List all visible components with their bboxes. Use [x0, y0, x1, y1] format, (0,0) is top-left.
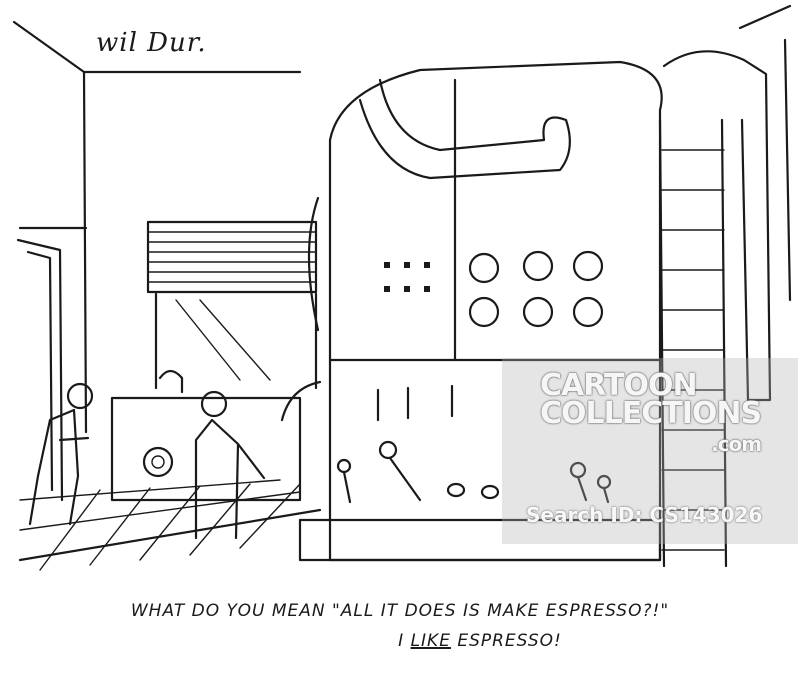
small-knobs — [384, 262, 430, 292]
room-lines — [12, 4, 792, 502]
caption-emphasis: LIKE — [410, 631, 451, 651]
ladder — [658, 118, 728, 568]
pressure-gauges — [468, 250, 604, 328]
counter — [110, 369, 302, 502]
man-left — [28, 382, 94, 526]
watermark-logo-line2: COLLECTIONS — [540, 396, 762, 431]
watermark-panel — [502, 358, 798, 544]
rear-pipe — [662, 50, 772, 402]
tiled-floor — [18, 479, 322, 571]
caption-line-2: I LIKE ESPRESSO! — [0, 626, 800, 656]
watermark-logo-line1: CARTOON — [540, 368, 698, 403]
caption-line-2-pre: I — [398, 631, 411, 651]
cartoon-caption: WHAT DO YOU MEAN "ALL IT DOES IS MAKE ES… — [0, 596, 800, 656]
watermark-logo-line3: .com — [711, 432, 762, 456]
watermark-search-id: Search ID: CS143026 — [526, 503, 763, 527]
watermark-logo: CARTOON COLLECTIONS .com — [540, 371, 762, 458]
caption-line-1: WHAT DO YOU MEAN "ALL IT DOES IS MAKE ES… — [130, 601, 670, 621]
artist-signature: wil Dur. — [96, 28, 207, 58]
man-right — [194, 390, 266, 540]
window-blinds — [146, 220, 318, 390]
caption-line-2-post: ESPRESSO! — [450, 631, 562, 651]
espresso-machine — [280, 60, 663, 562]
control-levers — [336, 384, 612, 504]
